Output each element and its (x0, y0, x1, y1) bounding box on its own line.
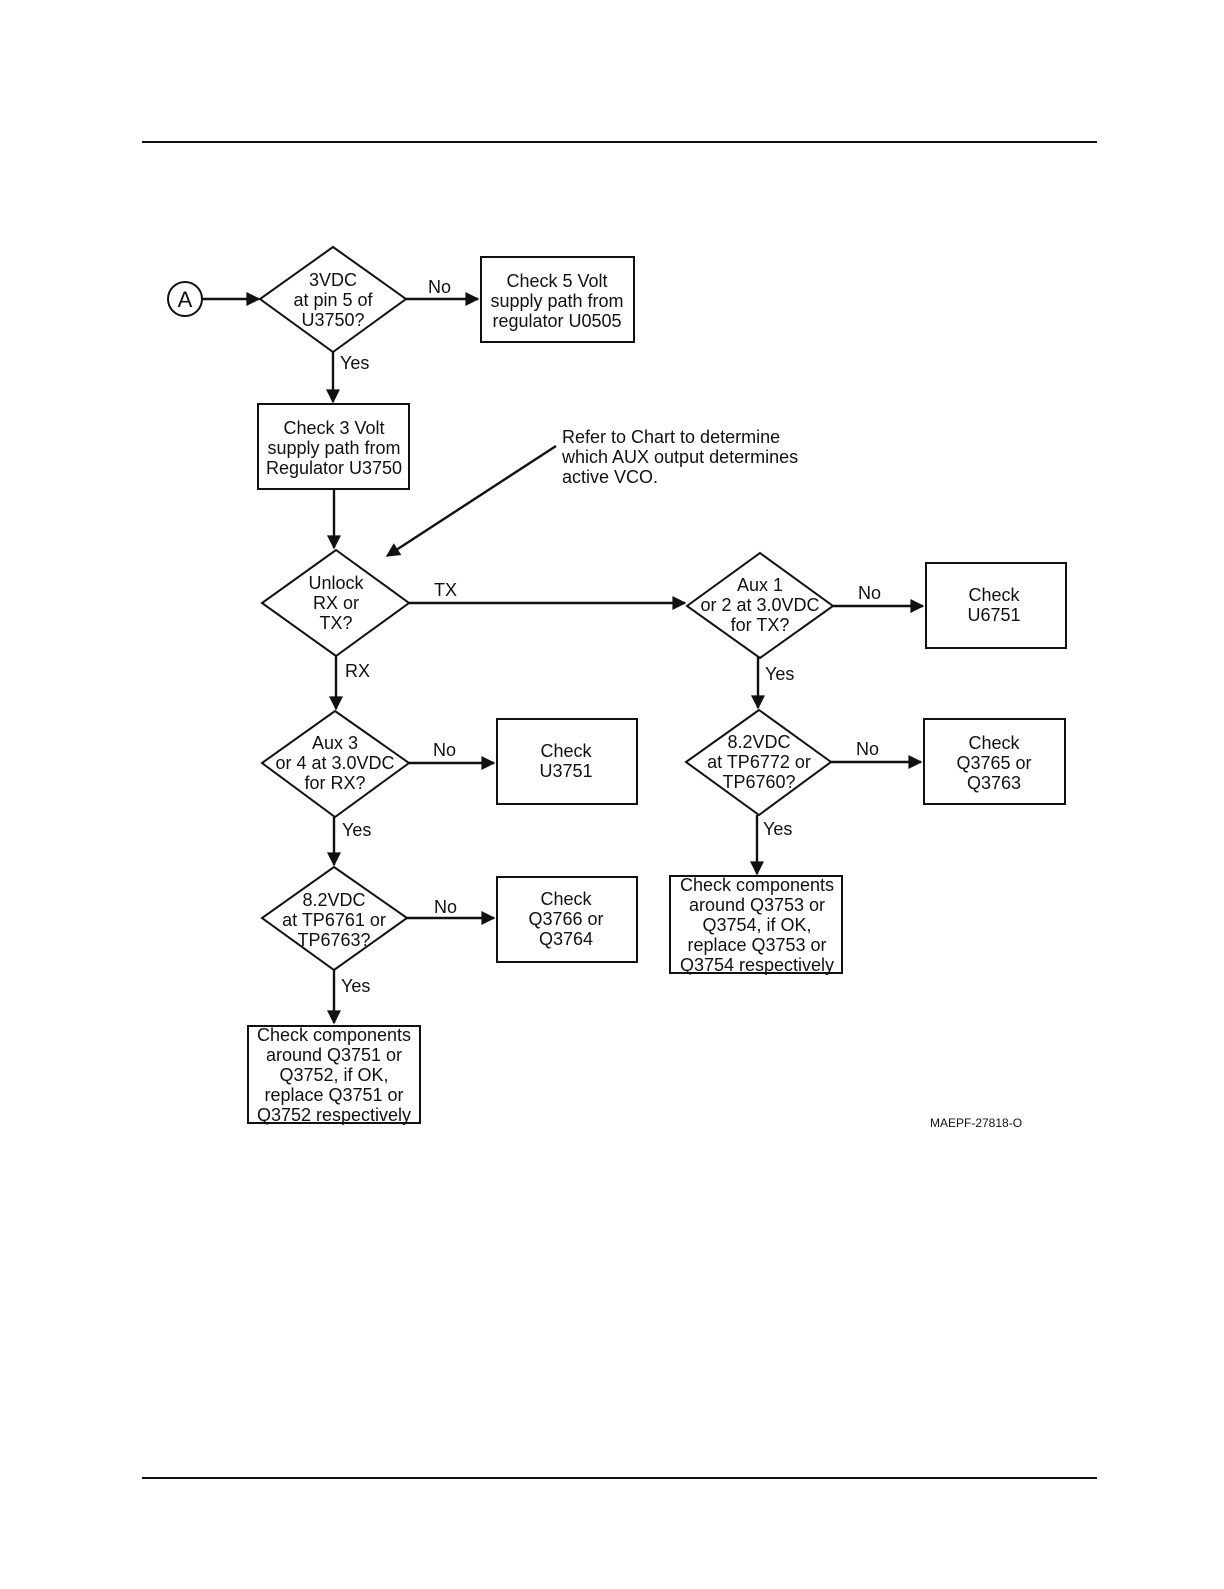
box-check-u6751 (925, 562, 1067, 649)
box-check-q3753-text-line-2: around Q3753 or (689, 895, 825, 915)
decision-3vdc-text-line-3: U3750? (301, 310, 364, 330)
box-check-q3751-text-line-2: around Q3751 or (266, 1045, 402, 1065)
decision-tp6772-text-line-3: TP6760? (722, 772, 795, 792)
box-check-q3751 (247, 1025, 421, 1124)
note-text-line-1: Refer to Chart to determine (562, 427, 780, 447)
decision-tp6772-text-line-2: at TP6772 or (707, 752, 811, 772)
decision-3vdc-text-line-1: 3VDC (309, 270, 357, 290)
box-check-q3765-text-line-1: Check (968, 733, 1020, 753)
box-check-q3766-text-line-2: Q3766 or (528, 909, 603, 929)
decision-tp6761-text-line-2: at TP6761 or (282, 910, 386, 930)
decision-aux12-text-line-3: for TX? (731, 615, 790, 635)
decision-aux12 (685, 551, 835, 660)
decision-unlock (260, 548, 411, 658)
box-check-q3751-text-line-1: Check components (257, 1025, 411, 1045)
box-check-5-volt-text-line-3: regulator U0505 (492, 311, 621, 331)
box-check-5-volt-text-line-2: supply path from (490, 291, 623, 311)
label-unlock-rx: RX (345, 661, 370, 681)
box-check-u6751-text-line-2: U6751 (967, 605, 1020, 625)
decision-unlock-text-line-1: Unlock (308, 573, 364, 593)
decision-unlock-text-line-2: RX or (313, 593, 359, 613)
box-check-q3753-text-line-4: replace Q3753 or (687, 935, 826, 955)
box-check-q3751-text-line-4: replace Q3751 or (264, 1085, 403, 1105)
box-check-3-volt-text-line-3: Regulator U3750 (266, 458, 402, 478)
box-check-3-volt (257, 403, 410, 490)
box-check-3-volt-text-line-1: Check 3 Volt (283, 418, 384, 438)
decision-aux34-text-line-3: for RX? (304, 773, 365, 793)
box-check-q3753-text-line-3: Q3754, if OK, (702, 915, 811, 935)
box-check-u6751-text-line-1: Check (968, 585, 1020, 605)
box-check-5-volt (480, 256, 635, 343)
box-check-u3751 (496, 718, 638, 805)
decision-tp6761 (260, 865, 409, 972)
box-check-q3766 (496, 876, 638, 963)
decision-tp6761-text-line-3: TP6763? (297, 930, 370, 950)
decision-tp6761-text-line-1: 8.2VDC (302, 890, 365, 910)
decision-3vdc (258, 245, 408, 354)
decision-aux34-text-line-2: or 4 at 3.0VDC (275, 753, 394, 773)
note-text-line-2: which AUX output determines (561, 447, 798, 467)
label-aux12-yes: Yes (765, 664, 794, 684)
decision-aux12-text-line-2: or 2 at 3.0VDC (700, 595, 819, 615)
connector-a-label: A (178, 287, 193, 312)
box-check-q3753-text-line-5: Q3754 respectively (680, 955, 834, 975)
box-check-q3765-text-line-2: Q3765 or (956, 753, 1031, 773)
note-text-line-3: active VCO. (562, 467, 658, 487)
label-3vdc-yes: Yes (340, 353, 369, 373)
label-aux34-yes: Yes (342, 820, 371, 840)
edge-note-pointer (385, 444, 557, 558)
decision-aux34-text-line-1: Aux 3 (312, 733, 358, 753)
decision-3vdc-text-line-2: at pin 5 of (293, 290, 373, 310)
label-unlock-tx: TX (434, 580, 457, 600)
label-tp6761-no: No (434, 897, 457, 917)
box-check-q3753 (669, 875, 843, 974)
label-tp6772-no: No (856, 739, 879, 759)
label-tp6772-yes: Yes (763, 819, 792, 839)
box-check-3-volt-text-line-2: supply path from (267, 438, 400, 458)
box-check-u3751-text-line-2: U3751 (539, 761, 592, 781)
box-check-5-volt-text-line-1: Check 5 Volt (506, 271, 607, 291)
box-check-q3766-text-line-3: Q3764 (539, 929, 593, 949)
box-check-q3753-text-line-1: Check components (680, 875, 834, 895)
decision-aux34 (260, 709, 411, 819)
label-3vdc-no: No (428, 277, 451, 297)
decision-unlock-text-line-3: TX? (319, 613, 352, 633)
box-check-q3751-text-line-5: Q3752 respectively (257, 1105, 411, 1125)
label-aux12-no: No (858, 583, 881, 603)
box-check-q3765-text-line-3: Q3763 (967, 773, 1021, 793)
label-aux34-no: No (433, 740, 456, 760)
box-check-u3751-text-line-1: Check (540, 741, 592, 761)
box-check-q3765 (923, 718, 1066, 805)
box-check-q3766-text-line-1: Check (540, 889, 592, 909)
box-check-q3751-text-line-3: Q3752, if OK, (279, 1065, 388, 1085)
decision-aux12-text-line-1: Aux 1 (737, 575, 783, 595)
decision-tp6772-text-line-1: 8.2VDC (727, 732, 790, 752)
figure-id: MAEPF-27818-O (930, 1116, 1022, 1130)
label-tp6761-yes: Yes (341, 976, 370, 996)
decision-tp6772 (684, 708, 833, 817)
